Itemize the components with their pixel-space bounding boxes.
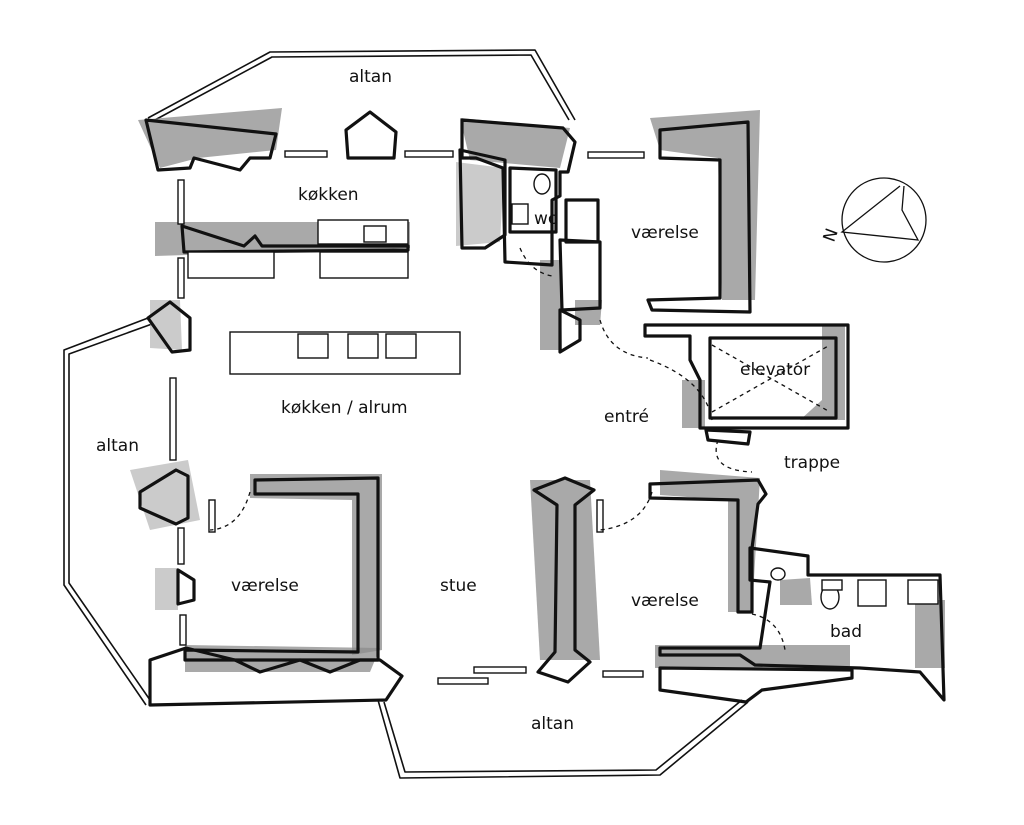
compass-north-label: N: [820, 226, 843, 245]
label-trappe: trappe: [784, 453, 840, 473]
compass: N: [820, 177, 927, 263]
doors: [209, 247, 831, 651]
label-vaerelse-ne: værelse: [631, 223, 699, 243]
label-vaerelse-sw: værelse: [231, 576, 299, 596]
balcony-outlines: [63, 49, 749, 779]
label-kokken-alrum: køkken / alrum: [281, 398, 408, 418]
kitchen-island: [229, 331, 461, 375]
label-stue: stue: [440, 576, 477, 596]
label-vaerelse-se: værelse: [631, 591, 699, 611]
fixtures: [187, 173, 939, 610]
wall-shading: [130, 108, 945, 672]
walls: [138, 110, 946, 707]
label-wc: wc: [534, 209, 557, 229]
label-bad: bad: [830, 622, 862, 642]
label-kokken: køkken: [298, 185, 359, 205]
label-altan-top: altan: [349, 67, 392, 87]
label-entre: entré: [604, 407, 649, 427]
wc-toilet: [533, 173, 551, 195]
windows: [169, 150, 645, 685]
label-altan-south: altan: [531, 714, 574, 734]
room-labels: altan køkken wc værelse køkken / alrum a…: [96, 67, 862, 734]
label-elevator: elevator: [740, 360, 810, 380]
label-altan-west: altan: [96, 436, 139, 456]
